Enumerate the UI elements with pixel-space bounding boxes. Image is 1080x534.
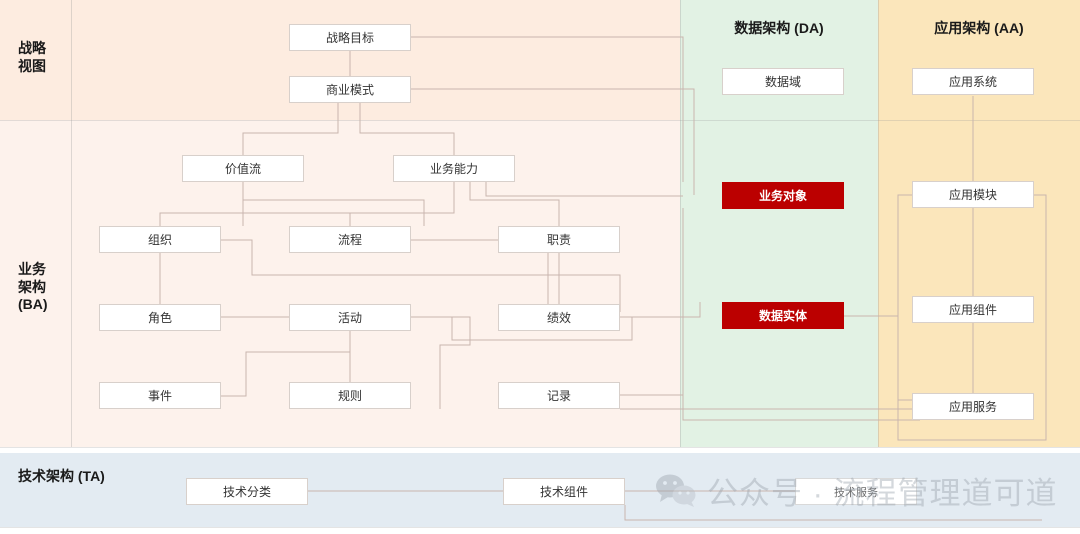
- node-n14[interactable]: 数据域: [722, 68, 844, 95]
- node-n1[interactable]: 战略目标: [289, 24, 411, 51]
- node-n19[interactable]: 应用组件: [912, 296, 1034, 323]
- node-n23[interactable]: 技术服务: [795, 478, 917, 505]
- node-n21[interactable]: 技术分类: [186, 478, 308, 505]
- divider-strategic-business: [0, 120, 1080, 121]
- divider-aa-column: [878, 0, 879, 447]
- node-n22[interactable]: 技术组件: [503, 478, 625, 505]
- node-n17[interactable]: 应用系统: [912, 68, 1034, 95]
- node-n7[interactable]: 职责: [498, 226, 620, 253]
- divider-da-column: [680, 0, 681, 447]
- column-title-data-architecture: 数据架构 (DA): [734, 20, 824, 36]
- node-n4[interactable]: 业务能力: [393, 155, 515, 182]
- zone-label-strategic: 战略视图: [18, 40, 46, 74]
- node-n13[interactable]: 记录: [498, 382, 620, 409]
- node-n18[interactable]: 应用模块: [912, 181, 1034, 208]
- node-n15[interactable]: 业务对象: [722, 182, 844, 209]
- node-n9[interactable]: 活动: [289, 304, 411, 331]
- node-n12[interactable]: 规则: [289, 382, 411, 409]
- divider-technical-bottom: [0, 527, 1080, 528]
- node-n3[interactable]: 价值流: [182, 155, 304, 182]
- zone-label-business: 业务架构(BA): [18, 261, 48, 312]
- node-n2[interactable]: 商业模式: [289, 76, 411, 103]
- node-n6[interactable]: 流程: [289, 226, 411, 253]
- node-n10[interactable]: 绩效: [498, 304, 620, 331]
- node-n8[interactable]: 角色: [99, 304, 221, 331]
- divider-business-technical: [0, 447, 1080, 448]
- zone-label-technical: 技术架构 (TA): [18, 468, 105, 484]
- divider-label-column: [71, 0, 72, 447]
- node-n16[interactable]: 数据实体: [722, 302, 844, 329]
- node-n11[interactable]: 事件: [99, 382, 221, 409]
- node-n5[interactable]: 组织: [99, 226, 221, 253]
- node-n20[interactable]: 应用服务: [912, 393, 1034, 420]
- column-title-application-architecture: 应用架构 (AA): [934, 20, 1024, 36]
